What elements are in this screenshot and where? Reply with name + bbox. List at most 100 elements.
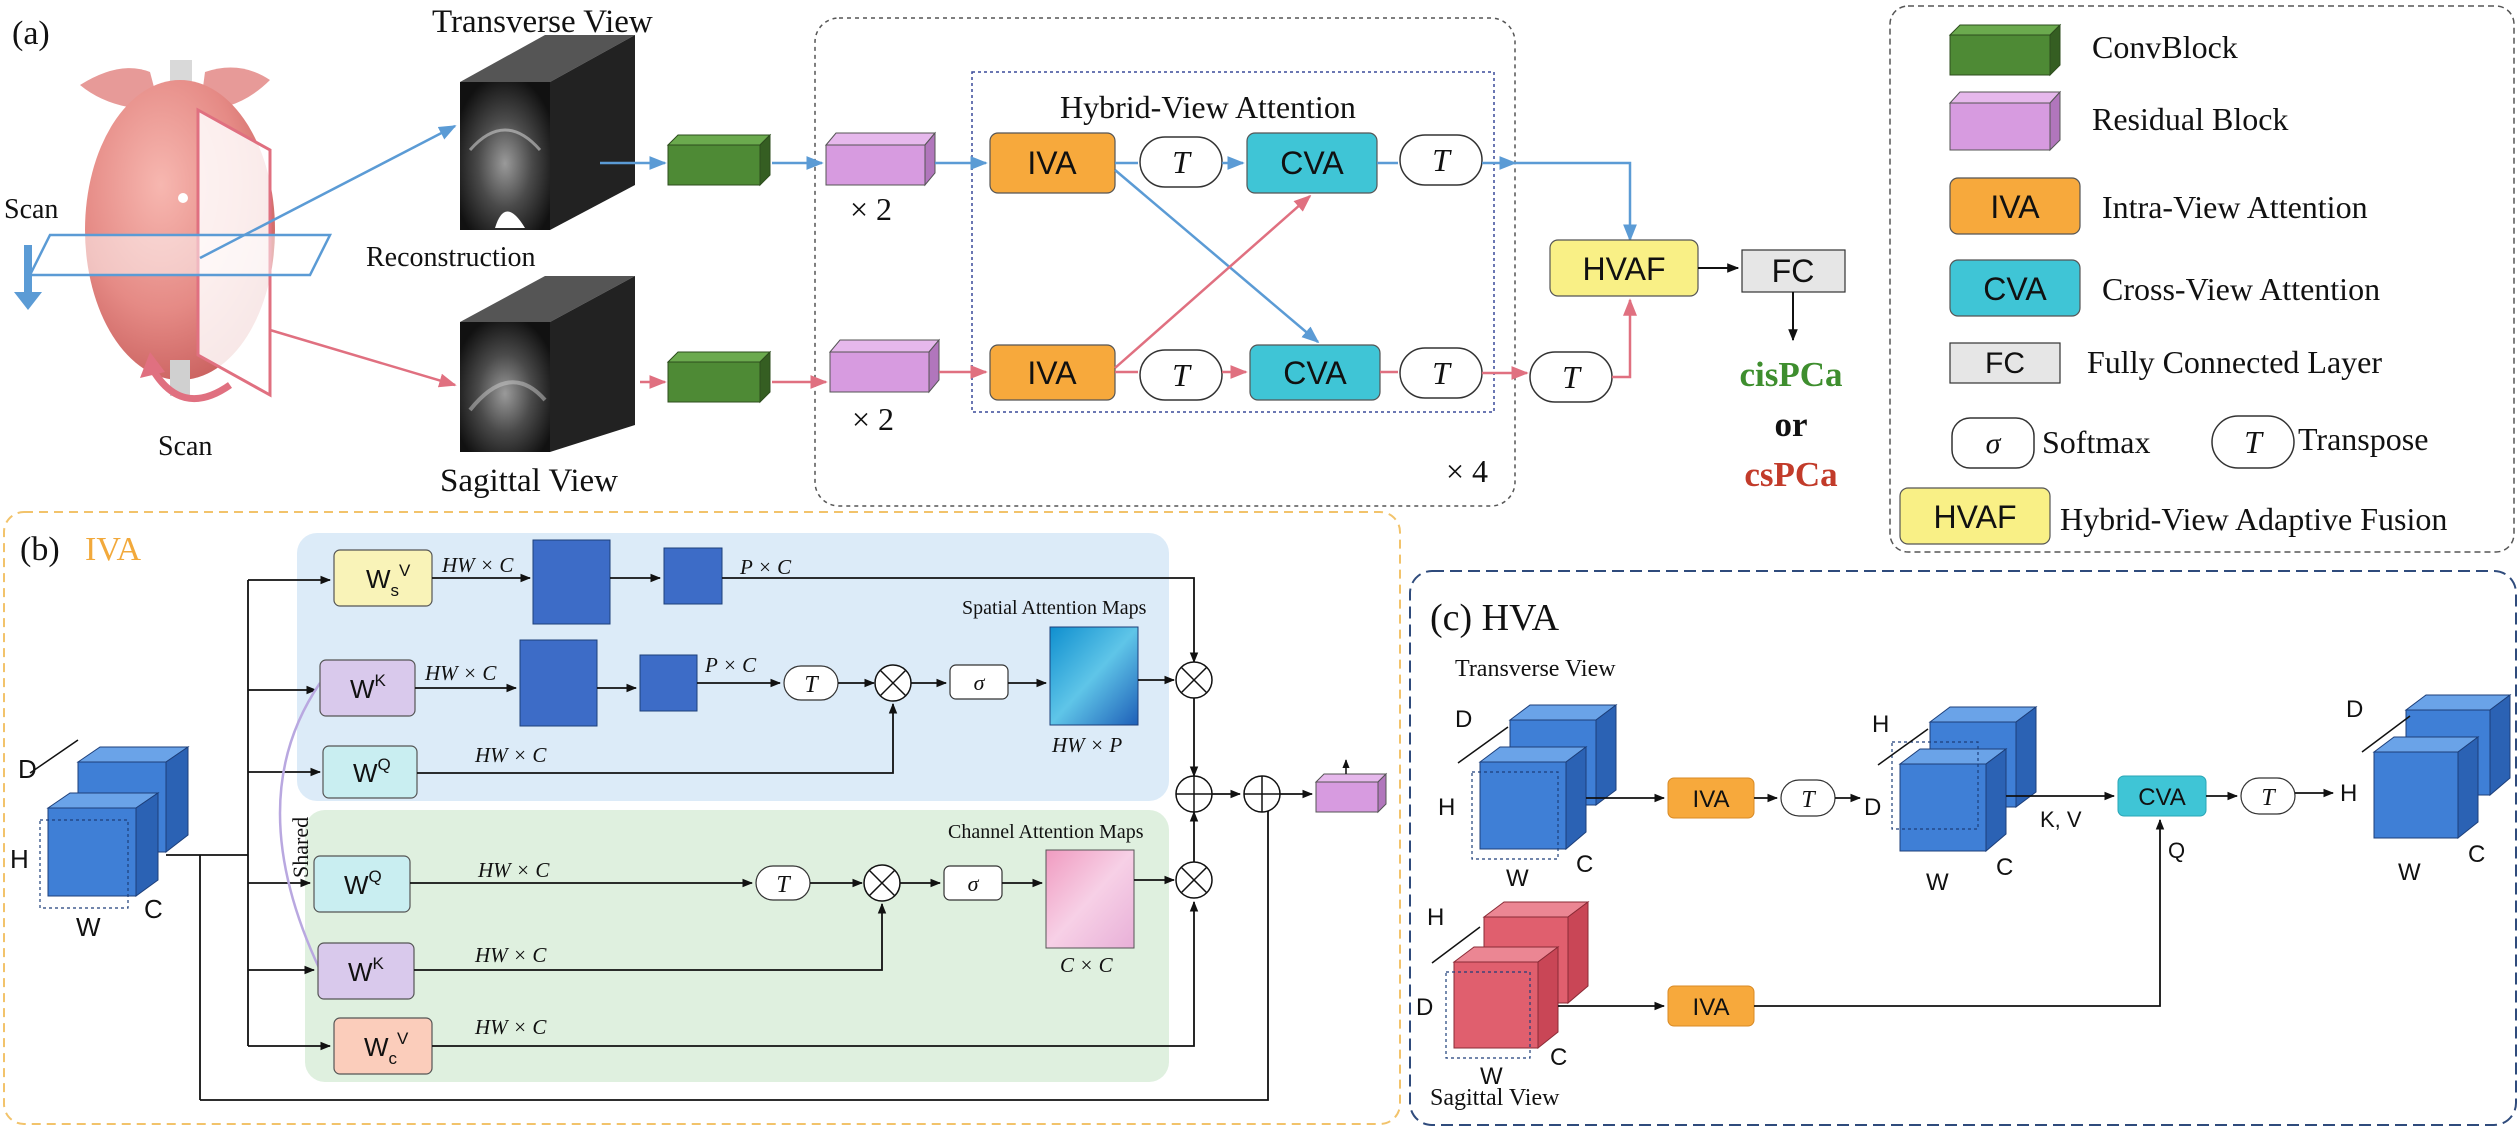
- panel-c-transverse-label: Transverse View: [1455, 656, 1616, 682]
- legend-hvaf-block: [1899, 487, 2051, 545]
- legend-t-pill: [2211, 415, 2295, 469]
- svg-text:C: C: [1550, 1044, 1567, 1071]
- svg-text:WK: WK: [350, 671, 387, 704]
- softmax-pill-spatial: σ: [949, 664, 1009, 700]
- conv-block-icon: [1948, 23, 2062, 77]
- svg-text:H: H: [2340, 780, 2357, 807]
- svg-text:FC: FC: [1985, 347, 2025, 380]
- legend-fc-block: [1949, 342, 2061, 384]
- residual-block-icon: [1948, 90, 2062, 152]
- transpose-pill-4: T: [1399, 347, 1483, 399]
- legend-box: [1889, 5, 2515, 553]
- hva-transpose-pill-1: T: [1780, 779, 1836, 817]
- panel-c-sagittal-label: Sagittal View: [1430, 1085, 1560, 1111]
- svg-text:WsV: WsV: [366, 561, 411, 600]
- wk-box-channel: WK: [317, 942, 415, 1000]
- svg-text:WcV: WcV: [364, 1029, 409, 1068]
- key-matrix-small: [639, 654, 698, 712]
- sagittal-view-title: Sagittal View: [440, 463, 618, 499]
- spatial-maps-label: Spatial Attention Maps: [962, 597, 1147, 619]
- prostate-illustration: [14, 60, 333, 403]
- cispca-output: cisPCa: [1739, 355, 1842, 394]
- svg-text:C: C: [2468, 841, 2485, 868]
- svg-text:D: D: [1455, 706, 1472, 733]
- hva-transverse-cube: [1457, 704, 1618, 860]
- legend-hvaf-label: Hybrid-View Adaptive Fusion: [2060, 501, 2447, 537]
- cva-bottom-text: CVA: [1283, 355, 1347, 391]
- scan-bottom-label: Scan: [158, 431, 212, 462]
- svg-text:W: W: [76, 912, 101, 942]
- scan-rotate-arrow: [146, 363, 233, 403]
- hva-kv-label: K, V: [2040, 807, 2082, 832]
- svg-text:C: C: [144, 894, 163, 924]
- svg-text:σ: σ: [968, 871, 980, 896]
- legend-cva-label: Cross-View Attention: [2102, 271, 2380, 307]
- iva-bottom-text: IVA: [1027, 355, 1077, 391]
- svg-text:HW × P: HW × P: [1051, 733, 1122, 757]
- reconstruction-label: Reconstruction: [366, 242, 536, 273]
- svg-text:W: W: [2398, 859, 2421, 886]
- hva-transposed-cube: [1877, 706, 2038, 853]
- legend-fc-label: Fully Connected Layer: [2087, 344, 2382, 380]
- or-label: or: [1774, 405, 1807, 444]
- residual-block-bottom: [828, 338, 941, 394]
- svg-text:T: T: [2261, 785, 2276, 811]
- hva-q-label: Q: [2168, 838, 2185, 863]
- transpose-pill-3: T: [1139, 349, 1223, 401]
- svg-text:H: H: [1872, 711, 1889, 738]
- hvaf-text: HVAF: [1583, 251, 1666, 287]
- svg-text:H: H: [10, 844, 29, 874]
- legend-cva-block: [1949, 259, 2081, 317]
- legend-residual-label: Residual Block: [2092, 101, 2288, 137]
- svg-text:T: T: [1432, 355, 1452, 391]
- value-matrix-large: [532, 539, 611, 625]
- residual-block-top: [824, 131, 937, 187]
- fc-block: [1741, 249, 1846, 293]
- matmul-icon-channel: [863, 864, 901, 902]
- svg-text:W: W: [1480, 1063, 1503, 1090]
- panel-b: (b) IVA D H W C Share: [3, 511, 1401, 1125]
- svg-text:C × C: C × C: [1060, 953, 1114, 977]
- panel-a-label: (a): [12, 15, 50, 52]
- svg-text:D: D: [1416, 994, 1433, 1021]
- hva-sagittal-cube: [1431, 901, 1590, 1059]
- panel-c-label: (c) HVA: [1430, 597, 1560, 639]
- svg-text:HW × C: HW × C: [424, 661, 497, 685]
- svg-text:HW × C: HW × C: [474, 943, 547, 967]
- spatial-attention-map: [1049, 626, 1139, 726]
- svg-text:H: H: [1427, 904, 1444, 931]
- transpose-pill-1: T: [1139, 136, 1223, 188]
- wq-box-spatial: WQ: [322, 745, 418, 799]
- svg-text:IVA: IVA: [1990, 189, 2040, 225]
- svg-text:D: D: [2346, 696, 2363, 723]
- softmax-pill-channel: σ: [943, 865, 1003, 901]
- channel-maps-label: Channel Attention Maps: [948, 821, 1144, 843]
- legend-softmax-label: Softmax: [2042, 424, 2150, 460]
- svg-text:T: T: [1801, 787, 1816, 813]
- channel-branch-bg: [305, 810, 1169, 1082]
- transverse-ultrasound-cube: [460, 35, 635, 230]
- times-two-bottom-label: × 2: [852, 401, 894, 437]
- panel-b-box: [3, 511, 1401, 1125]
- wc-v-box: WcV: [333, 1017, 433, 1075]
- iva-input-cube: [29, 739, 190, 909]
- times-two-top-label: × 2: [850, 191, 892, 227]
- hybrid-view-attention-title: Hybrid-View Attention: [1060, 89, 1356, 125]
- svg-text:H: H: [1438, 794, 1455, 821]
- cspca-output: csPCa: [1744, 455, 1837, 494]
- panel-a: (a) Scan Scan Reconstruction Tran: [4, 4, 1846, 507]
- svg-text:CVA: CVA: [2138, 784, 2186, 811]
- svg-text:T: T: [1172, 357, 1192, 393]
- spatial-branch-bg: [297, 533, 1169, 801]
- svg-text:WK: WK: [348, 954, 385, 987]
- legend-transpose-label: Transpose: [2298, 421, 2428, 457]
- transpose-pill-5: T: [1529, 351, 1613, 403]
- svg-text:CVA: CVA: [1983, 271, 2047, 307]
- svg-text:WQ: WQ: [353, 755, 391, 788]
- svg-text:HW × C: HW × C: [477, 858, 550, 882]
- conv-block-top: [666, 133, 772, 187]
- scan-top-label: Scan: [4, 194, 58, 225]
- legend-iva-block: [1949, 177, 2081, 235]
- ws-v-box: WsV: [333, 549, 433, 607]
